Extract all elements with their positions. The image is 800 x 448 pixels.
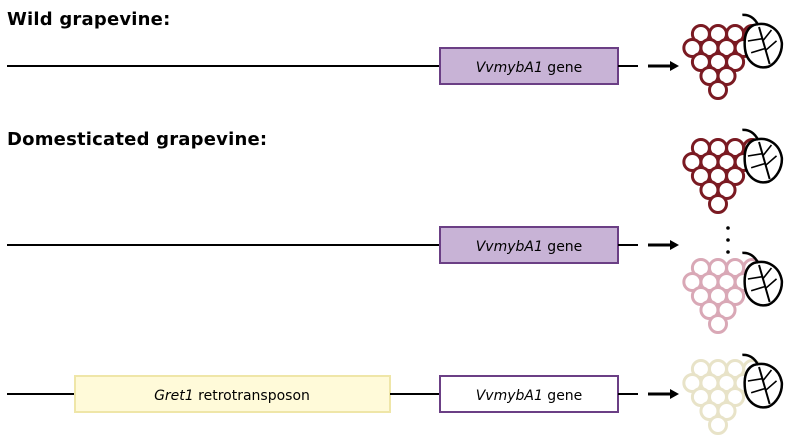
grape-berry <box>708 314 728 334</box>
gene-label: VvmybA1 gene <box>476 388 583 404</box>
grape-berry <box>708 80 728 100</box>
retrotransposon-gene-row: Gret1 retrotransposon VvmybA1 gene <box>7 375 679 413</box>
grape-berry <box>716 401 737 421</box>
vvmyba1-gene-box-inactive <box>439 375 619 413</box>
gene-label: VvmybA1 gene <box>476 239 583 255</box>
grape-cluster-icon <box>682 241 791 334</box>
vvmyba1-gene-box <box>439 47 619 85</box>
gret1-retrotransposon-box <box>74 375 391 413</box>
grape-berry <box>716 66 737 86</box>
grape-berry <box>708 194 728 214</box>
grape-cluster-icon <box>682 3 791 100</box>
grape-berry <box>725 52 746 72</box>
vertical-ellipsis-icon <box>726 226 730 254</box>
vvmyba1-gene-box <box>439 226 619 264</box>
grape-cluster-icon <box>682 343 791 435</box>
grape-berry <box>716 180 737 200</box>
arrow-right-icon <box>648 389 679 399</box>
arrow-right-icon <box>648 240 679 250</box>
grape-berry <box>725 387 746 407</box>
grape-berry <box>725 286 746 306</box>
retrotransposon-label: Gret1 retrotransposon <box>154 388 310 404</box>
grape-cluster-icon <box>682 118 791 214</box>
wild-gene-row: VvmybA1 gene <box>7 47 679 85</box>
grape-berry <box>708 415 728 435</box>
grape-berry <box>716 300 737 320</box>
arrow-right-icon <box>648 61 679 71</box>
gene-label: VvmybA1 gene <box>476 60 583 76</box>
domesticated-grapevine-heading: Domesticated grapevine: <box>7 129 268 150</box>
grape-berry <box>725 166 746 186</box>
domesticated-gene-row: VvmybA1 gene <box>7 226 679 264</box>
wild-grapevine-heading: Wild grapevine: <box>7 9 171 30</box>
